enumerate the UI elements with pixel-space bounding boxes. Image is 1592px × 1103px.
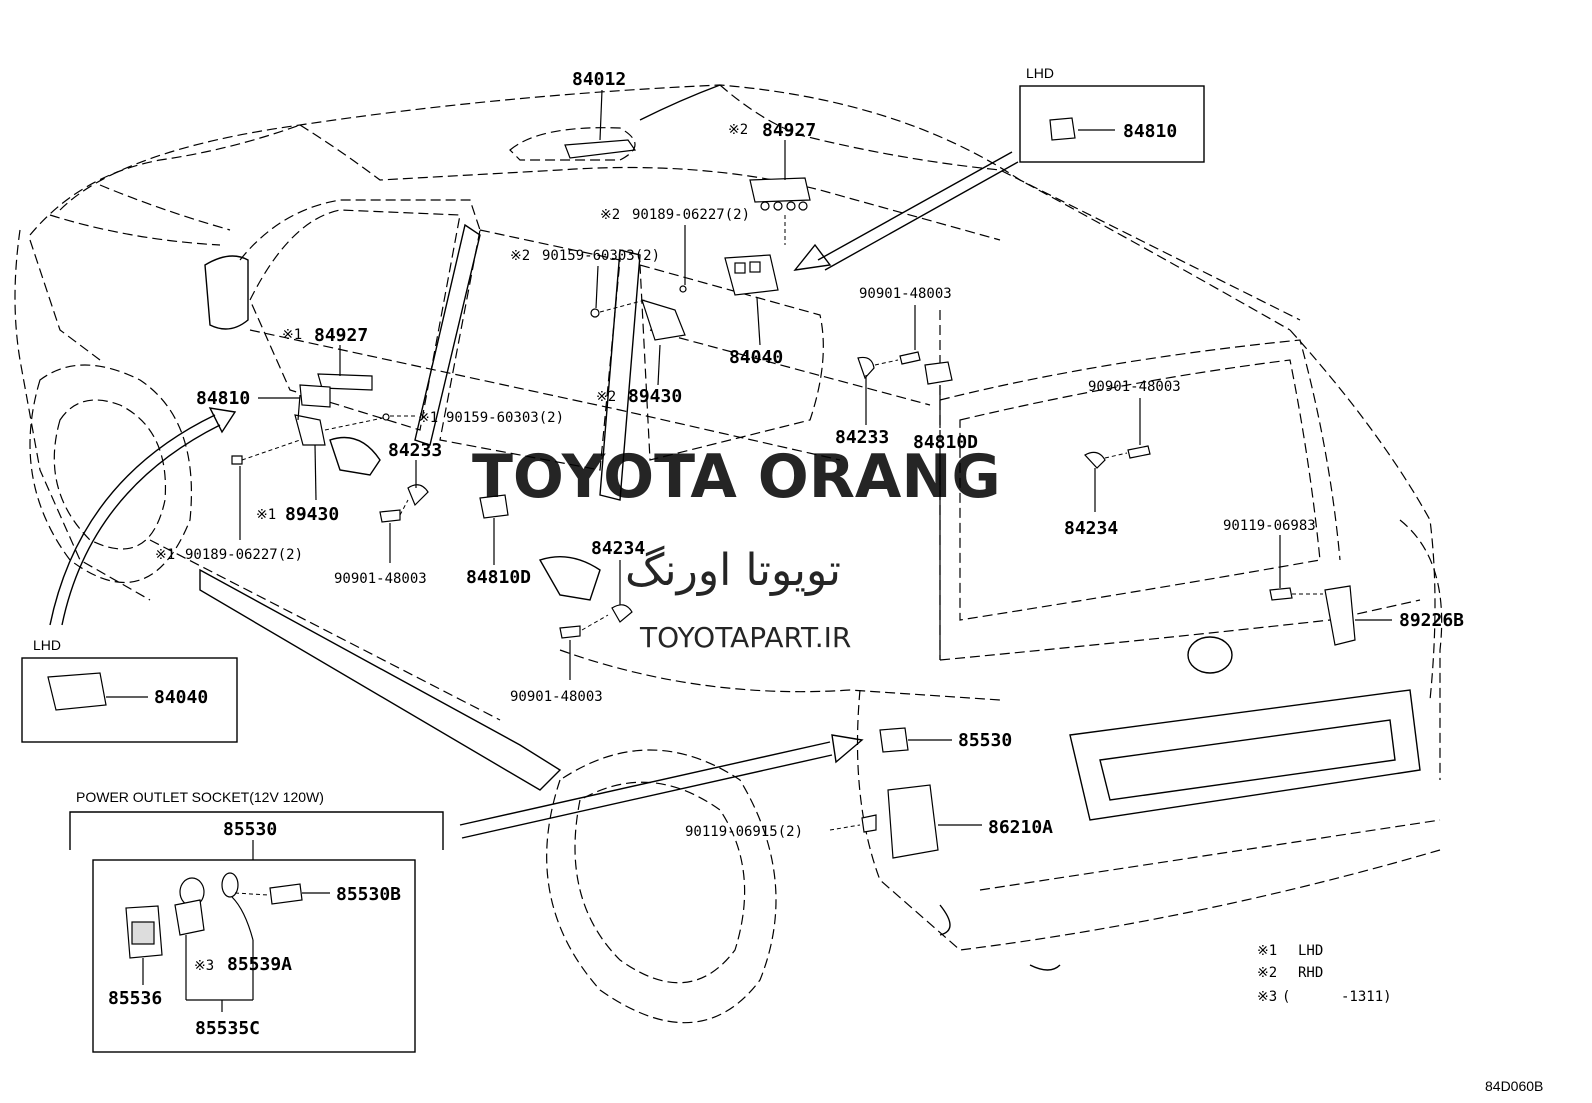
part-89430-r: 89430 [628, 386, 682, 407]
legend: ※1 LHD ※2 RHD ※3 ( -1311) [1257, 943, 1392, 1005]
mark-90189-r: ※2 [600, 207, 620, 223]
part-84012: 84012 [572, 69, 626, 90]
part-89226B: 89226B [1399, 610, 1464, 631]
part-89430-l: 89430 [285, 504, 339, 525]
part-90189-l: 90189-06227(2) [185, 547, 303, 563]
part-90901-a: 90901-48003 [859, 286, 952, 302]
watermark-persian: تویوتا اورنگ [625, 545, 841, 596]
part-84233-r: 84233 [835, 427, 889, 448]
lhd-inset-left: LHD 84040 [21, 637, 238, 743]
lhd-left-part: 84040 [154, 687, 208, 708]
legend-mark-3: ※3 [1257, 989, 1277, 1005]
legend-mark-1: ※1 [1257, 943, 1277, 959]
legend-text-2: RHD [1298, 965, 1323, 981]
lhd-left-title: LHD [33, 637, 61, 653]
lhd-inset-top: LHD 84810 [1019, 65, 1205, 163]
part-84233-l: 84233 [388, 440, 442, 461]
part-85536: 85536 [108, 988, 162, 1009]
part-90901-b: 90901-48003 [1088, 379, 1181, 395]
watermark-brand: TOYOTA ORANG [472, 442, 1001, 512]
lhd-top-title: LHD [1026, 65, 1054, 81]
part-90159-r: 90159-60303(2) [542, 248, 660, 264]
legend-text-1: LHD [1298, 943, 1323, 959]
part-85539A: 85539A [227, 954, 292, 975]
lhd-top-part: 84810 [1123, 121, 1177, 142]
part-84927-l: 84927 [314, 325, 368, 346]
diagram-code: 84D060B [1485, 1078, 1543, 1094]
part-85530-main: 85530 [958, 730, 1012, 751]
power-outlet-inset: POWER OUTLET SOCKET(12V 120W) 85530 8553… [69, 789, 444, 1053]
leader-lines [106, 89, 1392, 1012]
legend-mark-2: ※2 [1257, 965, 1277, 981]
part-labels: 84012 ※2 84927 ※2 90189-06227(2) ※2 9015… [155, 69, 1543, 1094]
part-84234-l: 84234 [591, 538, 645, 559]
part-84234-r: 84234 [1064, 518, 1118, 539]
part-90189-r: 90189-06227(2) [632, 207, 750, 223]
power-outlet-title: POWER OUTLET SOCKET(12V 120W) [76, 789, 324, 805]
watermark: TOYOTA ORANG تویوتا اورنگ TOYOTAPART.IR [472, 442, 1001, 654]
mark-90189-l: ※1 [155, 547, 175, 563]
legend-text-3: ( -1311) [1282, 989, 1392, 1005]
mark-84927-l: ※1 [282, 327, 302, 343]
part-90901-c: 90901-48003 [334, 571, 427, 587]
mark-84927-r: ※2 [728, 122, 748, 138]
part-90159-l: 90159-60303(2) [446, 410, 564, 426]
power-outlet-assembly: 85530 [223, 819, 277, 840]
part-86210A: 86210A [988, 817, 1053, 838]
part-90119-06915: 90119-06915(2) [685, 824, 803, 840]
mark-85539A: ※3 [194, 958, 214, 974]
mark-89430-l: ※1 [256, 507, 276, 523]
part-84040: 84040 [729, 347, 783, 368]
part-84927-r: 84927 [762, 120, 816, 141]
vehicle-outline [14, 84, 1443, 1024]
watermark-site: TOYOTAPART.IR [639, 621, 851, 654]
part-90119-06983: 90119-06983 [1223, 518, 1316, 534]
mark-90159-r: ※2 [510, 248, 530, 264]
mark-89430-r: ※2 [596, 389, 616, 405]
part-84810D-r: 84810D [913, 432, 978, 453]
part-shapes [47, 117, 1356, 959]
mark-90159-l: ※1 [418, 410, 438, 426]
callout-arrows [49, 151, 1019, 839]
part-84810D-l: 84810D [466, 567, 531, 588]
part-90901-d: 90901-48003 [510, 689, 603, 705]
part-85535C: 85535C [195, 1018, 260, 1039]
part-84810-l: 84810 [196, 388, 250, 409]
part-85530B: 85530B [336, 884, 401, 905]
